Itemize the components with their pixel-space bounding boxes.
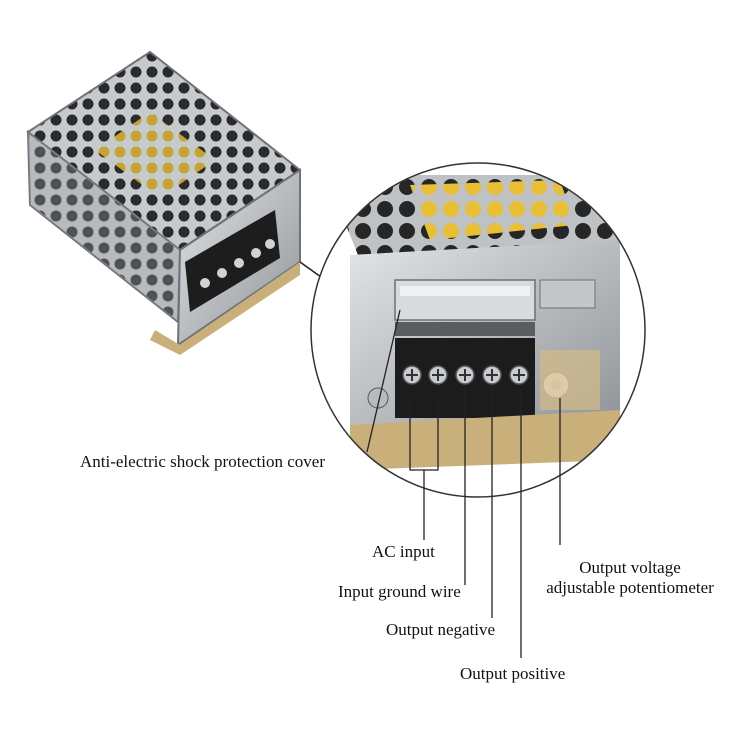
label-shock-cover: Anti-electric shock protection cover <box>80 452 325 471</box>
psu-terminal-screws <box>200 239 275 288</box>
leader-lines <box>366 309 561 658</box>
zoom-top-mesh-yellow <box>410 180 575 240</box>
label-potentiometer-line1: Output voltage <box>579 558 681 577</box>
label-potentiometer-line2: adjustable potentiometer <box>546 578 714 597</box>
label-ac-input: AC input <box>372 542 435 561</box>
psu-top-mesh-yellow <box>95 112 215 198</box>
label-potentiometer: Output voltage adjustable potentiometer <box>530 558 730 598</box>
label-ground-wire: Input ground wire <box>338 582 461 601</box>
psu-pcb-edge <box>150 262 300 355</box>
power-supply-unit <box>26 50 302 355</box>
label-output-negative: Output negative <box>386 620 496 639</box>
zoom-circle-outline <box>310 162 646 498</box>
psu-terminal-block <box>185 210 280 312</box>
label-output-positive: Output positive <box>460 664 566 683</box>
zoom-pcb <box>350 410 620 470</box>
zoom-terminal-screws <box>402 365 529 385</box>
zoom-magnifier <box>310 162 646 498</box>
